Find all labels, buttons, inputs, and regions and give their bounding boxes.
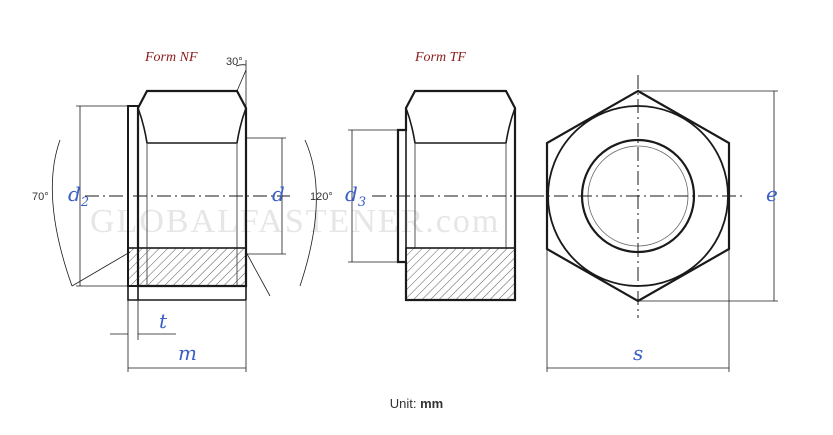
m-label: m — [178, 341, 197, 365]
nf-insert-section — [127, 247, 247, 287]
s-label: s — [633, 341, 643, 365]
form-tf-view — [348, 89, 540, 302]
form-nf-label: Form NF — [144, 50, 198, 65]
unit-footer: Unit: mm — [0, 396, 833, 411]
unit-value: mm — [420, 396, 444, 411]
form-nf-view — [51, 60, 317, 372]
d-label: d — [272, 182, 285, 206]
angle-30-label: 30° — [226, 56, 243, 68]
d2-label: d2 — [68, 182, 89, 210]
e-label: e — [766, 182, 778, 206]
tf-insert-section — [405, 247, 516, 301]
angle-70-label: 70° — [32, 191, 49, 203]
t-label: t — [159, 309, 168, 333]
unit-label: Unit: — [389, 396, 417, 411]
watermark: GLOBALFASTENER.com — [90, 203, 500, 240]
d3-label: d3 — [345, 182, 366, 210]
angle-120-label: 120° — [310, 191, 333, 203]
form-tf-label: Form TF — [414, 50, 466, 65]
hex-end-view — [530, 75, 778, 372]
